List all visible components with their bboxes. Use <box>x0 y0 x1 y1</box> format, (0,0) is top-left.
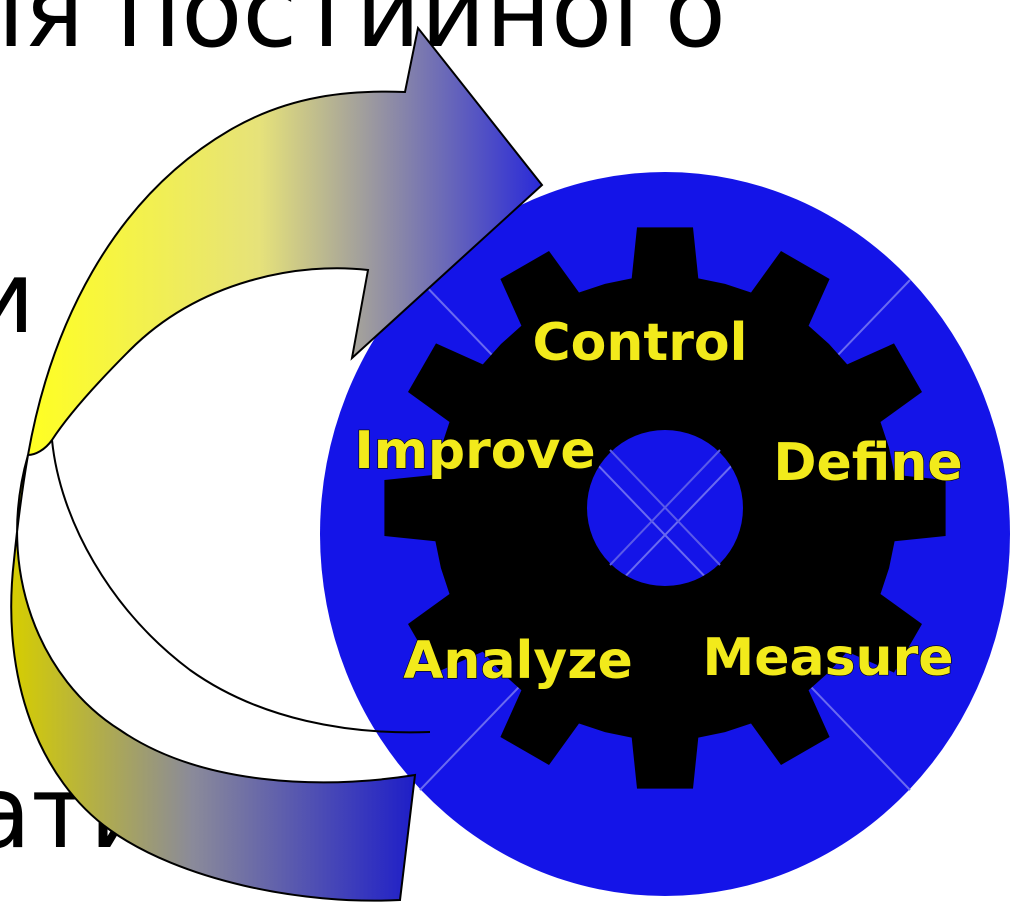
circular-arrow-icon <box>10 25 544 902</box>
label-measure: Measure <box>703 628 954 688</box>
label-analyze: Analyze <box>403 631 633 691</box>
gear-icon <box>384 227 946 789</box>
background-text-line-1: ля постийного <box>0 0 726 70</box>
label-improve: Improve <box>354 421 595 481</box>
arrow-upper-band <box>26 25 544 457</box>
label-define: Define <box>773 433 962 493</box>
background-text-line-2: и <box>0 239 35 356</box>
arrow-lower-band <box>10 454 417 902</box>
arrow-twist-edge <box>51 439 431 734</box>
label-control: Control <box>533 313 748 373</box>
